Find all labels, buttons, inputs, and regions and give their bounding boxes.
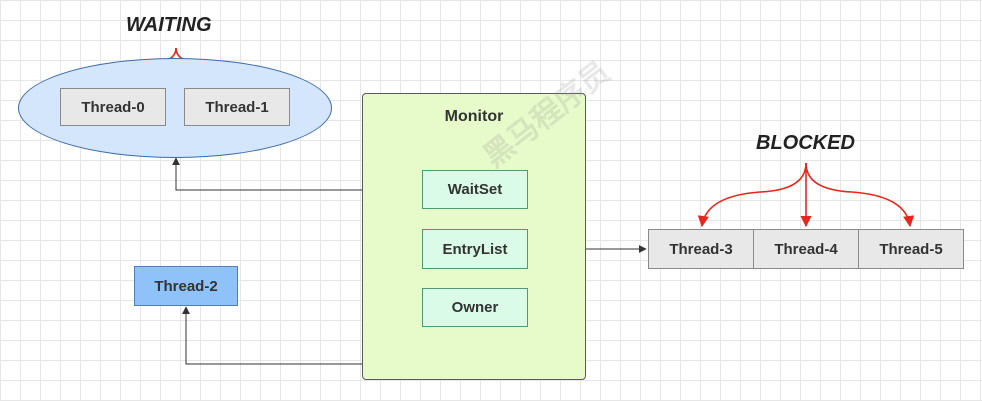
- blocked-thread-3: Thread-3: [648, 229, 754, 269]
- waitset-box: WaitSet: [422, 170, 528, 209]
- owner-box: Owner: [422, 288, 528, 327]
- waiting-label: WAITING: [126, 14, 212, 36]
- blocked-fork-arrow-left: [697, 162, 807, 228]
- waiting-thread-0: Thread-0: [60, 88, 166, 126]
- owner-thread-2: Thread-2: [134, 266, 238, 306]
- monitor-title: Monitor: [444, 108, 504, 125]
- blocked-fork-arrow-right: [805, 162, 915, 228]
- waitset-to-waiting-arrow: [172, 157, 422, 191]
- blocked-thread-5: Thread-5: [858, 229, 964, 269]
- blocked-thread-4: Thread-4: [753, 229, 859, 269]
- entrylist-box: EntryList: [422, 229, 528, 269]
- waiting-thread-1: Thread-1: [184, 88, 290, 126]
- blocked-label: BLOCKED: [756, 132, 855, 154]
